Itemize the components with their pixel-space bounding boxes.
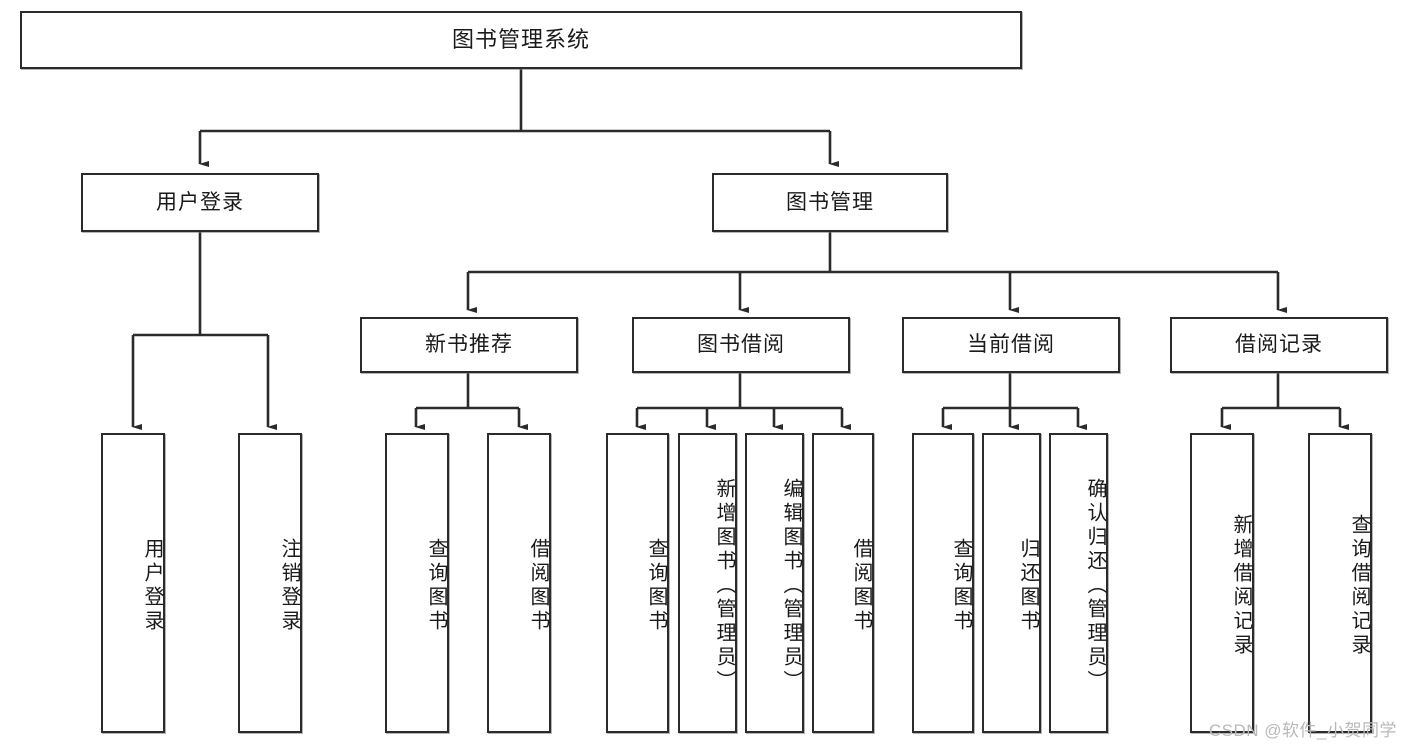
node-label: 新增借阅记录 [1230, 514, 1252, 658]
node-label: 用户登录 [141, 538, 163, 634]
node-label: 查询图书 [950, 538, 972, 634]
leaf-current-borrow-return-books[interactable]: 归还图书 [982, 433, 1041, 733]
node-label: 编辑图书（管理员） [780, 478, 802, 694]
node-label: 新书推荐 [425, 333, 513, 357]
node-new-book-recommendation[interactable]: 新书推荐 [360, 317, 578, 373]
node-borrowing-records[interactable]: 借阅记录 [1170, 317, 1388, 373]
node-label: 新增图书（管理员） [713, 478, 735, 694]
node-user-login[interactable]: 用户登录 [81, 173, 319, 232]
leaf-user-login-logout[interactable]: 注销登录 [238, 433, 302, 733]
leaf-new-book-query-books[interactable]: 查询图书 [385, 433, 449, 733]
leaf-current-borrow-confirm-return-admin[interactable]: 确认归还（管理员） [1049, 433, 1108, 733]
node-label: 查询图书 [425, 538, 447, 634]
node-label: 注销登录 [278, 538, 300, 634]
node-label: 图书管理系统 [451, 26, 590, 52]
node-label: 查询图书 [645, 538, 667, 634]
node-label: 借阅图书 [850, 538, 872, 634]
leaf-new-book-borrow-books[interactable]: 借阅图书 [487, 433, 551, 733]
leaf-book-borrow-add-book-admin[interactable]: 新增图书（管理员） [678, 433, 737, 733]
node-label: 图书借阅 [697, 333, 785, 357]
node-book-management[interactable]: 图书管理 [712, 173, 948, 232]
node-label: 图书管理 [786, 190, 874, 214]
node-label: 确认归还（管理员） [1084, 478, 1106, 694]
node-label: 当前借阅 [967, 333, 1055, 357]
node-label: 借阅图书 [527, 538, 549, 634]
leaf-current-borrow-query-books[interactable]: 查询图书 [912, 433, 974, 733]
node-label: 借阅记录 [1235, 333, 1323, 357]
leaf-book-borrow-borrow-books[interactable]: 借阅图书 [812, 433, 874, 733]
csdn-watermark: CSDN @软件_小贺同学 [1208, 721, 1397, 740]
node-label: 用户登录 [156, 190, 244, 214]
node-label: 归还图书 [1017, 538, 1039, 634]
leaf-book-borrow-edit-book-admin[interactable]: 编辑图书（管理员） [745, 433, 804, 733]
node-current-borrowing[interactable]: 当前借阅 [902, 317, 1120, 373]
node-label: 查询借阅记录 [1348, 514, 1370, 658]
leaf-borrow-record-add-record[interactable]: 新增借阅记录 [1190, 433, 1254, 733]
leaf-borrow-record-query-record[interactable]: 查询借阅记录 [1308, 433, 1372, 733]
leaf-book-borrow-query-books[interactable]: 查询图书 [606, 433, 669, 733]
node-book-borrowing[interactable]: 图书借阅 [632, 317, 850, 373]
leaf-user-login-login[interactable]: 用户登录 [101, 433, 165, 733]
node-root-book-management-system[interactable]: 图书管理系统 [20, 11, 1022, 69]
